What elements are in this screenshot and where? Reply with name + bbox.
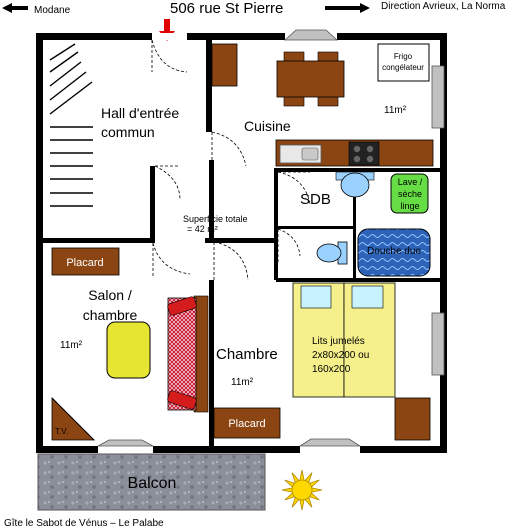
total-area-line2: = 42 m² bbox=[187, 224, 218, 234]
beds-label-line1: Lits jumelés bbox=[312, 336, 365, 347]
tv-label: T.V. bbox=[55, 427, 68, 436]
left-arrow-icon bbox=[2, 3, 28, 13]
entry-door-gap bbox=[152, 33, 187, 40]
balcony-label: Balcon bbox=[128, 475, 177, 492]
washer-dryer bbox=[390, 173, 429, 214]
beds-label-line2: 2x80x200 ou bbox=[312, 350, 369, 361]
cooktop-icon bbox=[348, 141, 380, 166]
balcony: Balcon bbox=[37, 453, 266, 511]
right-direction-label: Direction Avrieux, La Norma bbox=[381, 1, 506, 12]
living-area-label: 11m² bbox=[60, 340, 83, 351]
living-label-line2: chambre bbox=[83, 307, 138, 323]
fridge bbox=[377, 43, 430, 82]
kitchen-cabinet bbox=[211, 43, 238, 87]
doors bbox=[151, 39, 311, 281]
fridge-label-line1: Frigo bbox=[394, 52, 413, 61]
living-closet bbox=[51, 247, 120, 276]
washer-label-line1: Lave / bbox=[398, 177, 423, 187]
sun-icon bbox=[281, 469, 323, 511]
hall-label-line2: commun bbox=[101, 124, 155, 140]
coffee-table bbox=[106, 321, 151, 379]
hall-label-line1: Hall d'entrée bbox=[101, 105, 179, 121]
living-label-line1: Salon / bbox=[88, 287, 132, 303]
right-arrow-icon bbox=[325, 3, 370, 13]
nightstand bbox=[394, 397, 431, 441]
fridge-label-line2: congélateur bbox=[382, 63, 424, 72]
shower-label: Douche duo bbox=[367, 246, 421, 257]
beds-label-line3: 160x200 bbox=[312, 364, 351, 375]
left-direction-label: Modane bbox=[34, 5, 71, 16]
washbasin-icon bbox=[335, 171, 375, 198]
washer-label-line3: linge bbox=[400, 201, 419, 211]
bathroom-label: SDB bbox=[300, 191, 331, 208]
bathroom: SDB Lave / sèche linge Douche duo bbox=[300, 171, 431, 277]
address-label: 506 rue St Pierre bbox=[170, 0, 283, 17]
staircase bbox=[49, 43, 93, 207]
shower bbox=[357, 228, 431, 277]
sofa-bed bbox=[167, 295, 209, 413]
washer-label-line2: sèche bbox=[398, 189, 422, 199]
kitchen-label: Cuisine bbox=[244, 118, 291, 134]
living-closet-label: Placard bbox=[66, 257, 103, 269]
footer-caption: Gîte le Sabot de Vénus – Le Palabe bbox=[4, 518, 164, 529]
toilet-icon bbox=[316, 241, 348, 265]
bedroom-area-label: 11m² bbox=[231, 377, 254, 388]
kitchen: Frigo congélateur 11m² Cuisine bbox=[211, 43, 434, 167]
kitchen-area-label: 11m² bbox=[384, 105, 407, 116]
twin-beds bbox=[292, 282, 396, 398]
windows bbox=[97, 29, 445, 453]
bedroom: Lits jumelés 2x80x200 ou 160x200 Chambre… bbox=[213, 282, 431, 441]
bedroom-closet bbox=[213, 407, 281, 439]
interior-walls bbox=[43, 40, 440, 446]
bedroom-closet-label: Placard bbox=[228, 418, 265, 430]
living-room: Placard Salon / chambre 11m² T.V. bbox=[51, 247, 209, 441]
tv-unit: T.V. bbox=[51, 397, 95, 441]
bedroom-label: Chambre bbox=[216, 346, 278, 363]
outer-walls bbox=[36, 33, 447, 453]
total-area-line1: Superficie totale bbox=[183, 214, 248, 224]
dining-table bbox=[276, 51, 345, 107]
